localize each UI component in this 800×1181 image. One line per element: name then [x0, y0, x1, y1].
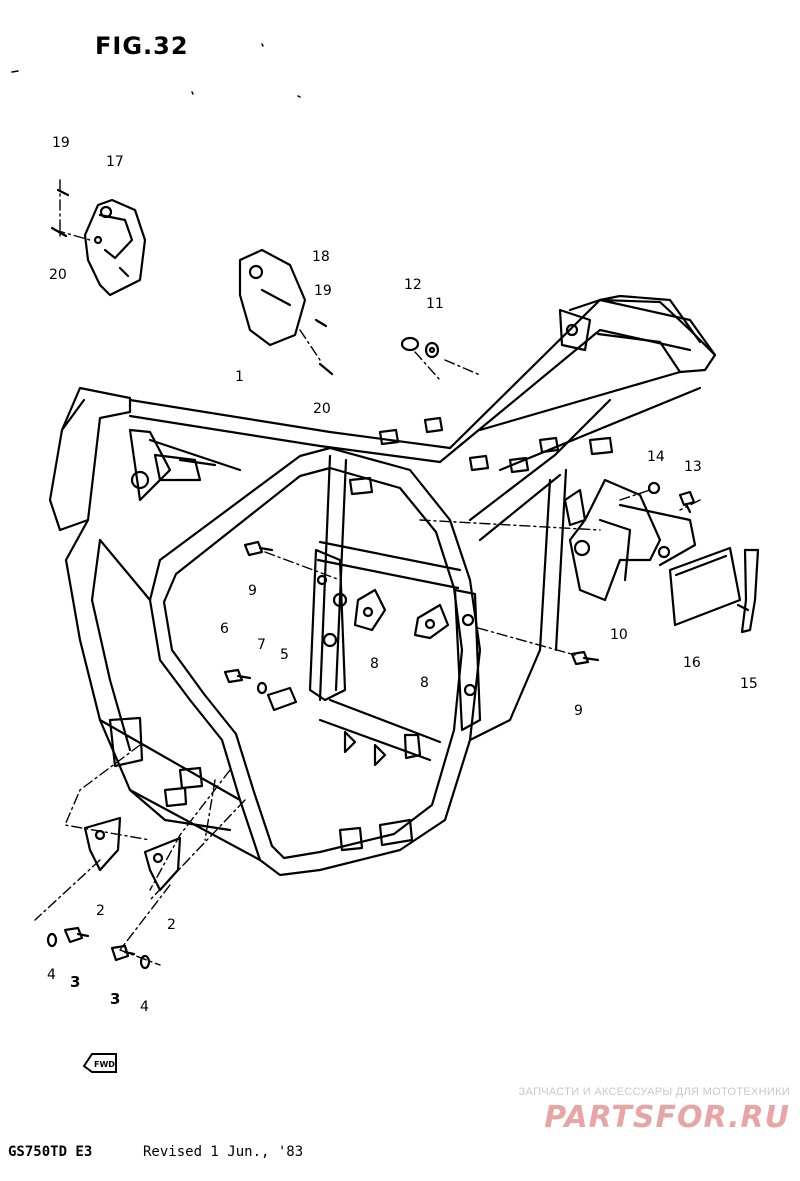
- part-9-bolts: [243, 540, 600, 666]
- callout-8: 8: [420, 675, 429, 691]
- callout-18: 18: [312, 249, 330, 265]
- figure-title: FIG.32: [95, 32, 189, 60]
- forward-label: FWD: [94, 1060, 115, 1069]
- callout-19: 19: [314, 283, 332, 299]
- part-11-12-fasteners: [400, 336, 440, 359]
- callout-19: 19: [52, 135, 70, 151]
- callout-5: 5: [280, 647, 289, 663]
- part-16-cover: [668, 546, 742, 627]
- part-2-3-4: [46, 816, 182, 970]
- callout-3: 3: [70, 973, 81, 991]
- callout-20: 20: [49, 267, 67, 283]
- callout-14: 14: [647, 449, 665, 465]
- callout-13: 13: [684, 459, 702, 475]
- part-18-bracket: [238, 248, 334, 376]
- callout-9: 9: [574, 703, 583, 719]
- leader-guides: [34, 179, 701, 966]
- callout-20: 20: [313, 401, 331, 417]
- part-5-6-7: [223, 668, 298, 712]
- callout-4: 4: [47, 967, 56, 983]
- callout-2: 2: [167, 917, 176, 933]
- callout-11: 11: [426, 296, 444, 312]
- watermark-subtitle: ЗАПЧАСТИ И АКСЕССУАРЫ ДЛЯ МОТОТЕХНИКИ: [518, 1086, 790, 1098]
- callout-10: 10: [610, 627, 628, 643]
- part-15-strap: [736, 548, 760, 634]
- scan-specks: [11, 43, 301, 98]
- callout-17: 17: [106, 154, 124, 170]
- footer-revision: Revised 1 Jun., '83: [143, 1144, 304, 1160]
- callout-12: 12: [404, 277, 422, 293]
- part-10-battery-bracket: [568, 478, 697, 602]
- callout-16: 16: [683, 655, 701, 671]
- part-13-14-fasteners: [647, 481, 696, 514]
- callout-1: 1: [235, 369, 244, 385]
- callout-15: 15: [740, 676, 758, 692]
- callout-8: 8: [370, 656, 379, 672]
- forward-arrow-icon: FWD: [82, 1053, 117, 1073]
- part-17-bracket: [50, 188, 147, 297]
- callout-6: 6: [220, 621, 229, 637]
- callout-2: 2: [96, 903, 105, 919]
- part-8-plates: [353, 588, 450, 640]
- frame-main: [48, 294, 717, 877]
- callout-3: 3: [110, 990, 121, 1008]
- callout-7: 7: [257, 637, 266, 653]
- watermark-logo: PARTSFOR.RU: [544, 1100, 790, 1135]
- callout-9: 9: [248, 583, 257, 599]
- callout-4: 4: [140, 999, 149, 1015]
- footer-model: GS750TD E3: [8, 1144, 93, 1160]
